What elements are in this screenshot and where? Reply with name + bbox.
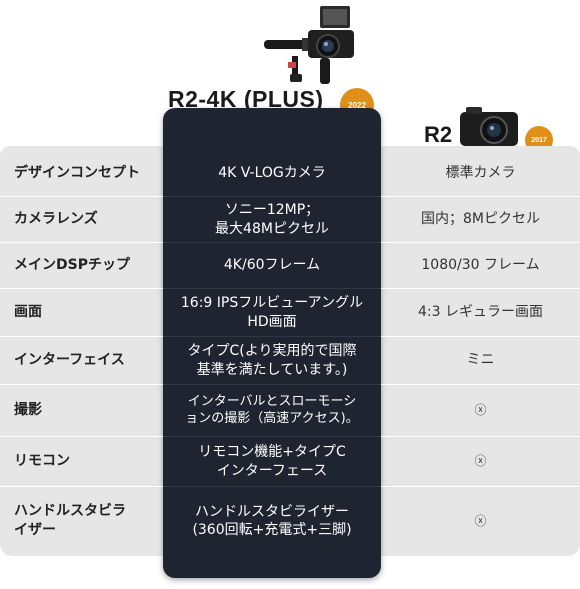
featured-column (163, 108, 381, 578)
row-divider (163, 486, 381, 487)
row-divider (0, 336, 163, 337)
row-divider (163, 384, 381, 385)
compare-product-value: ⓧ (381, 401, 580, 419)
compare-product-value: 1080/30 フレーム (421, 257, 540, 274)
row-label: インターフェイス (14, 352, 125, 369)
row-divider (0, 196, 163, 197)
row-divider (381, 196, 580, 197)
row-label: ハンドルスタビラ イザー (14, 503, 126, 538)
row-label: カメラレンズ (14, 211, 98, 228)
main-product-value: 16:9 IPSフルビューアングル HD画面 (180, 295, 364, 330)
compare-product-value: 4:3 レギュラー画面 (418, 304, 543, 321)
main-product-title: R2-4K (PLUS) (168, 86, 324, 112)
row-divider (381, 242, 580, 243)
row-label: デザインコンセプト (14, 164, 140, 181)
row-divider (163, 336, 381, 337)
table-row: インターフェイス タイプC(より実用的で国際 基準を満たしています。) ミニ (0, 337, 580, 384)
table-row: 画面 16:9 IPSフルビューアングル HD画面 4:3 レギュラー画面 (0, 289, 580, 336)
row-label: メインDSPチップ (14, 257, 130, 274)
row-divider (0, 384, 163, 385)
table-row: リモコン リモコン機能+タイプC インターフェース ⓧ (0, 437, 580, 486)
row-divider (381, 436, 580, 437)
not-supported-icon: ⓧ (474, 403, 487, 418)
compare-product-title: R2 (424, 122, 453, 147)
row-label: リモコン (14, 453, 70, 470)
row-label: 撮影 (14, 402, 42, 419)
row-divider (163, 242, 381, 243)
table-row: デザインコンセプト 4K V-LOGカメラ 標準カメラ (0, 150, 580, 196)
main-product-value: ソニー12MP； 最大48Mピクセル (215, 202, 329, 237)
table-row: 撮影 インターバルとスローモーシ ョンの撮影（高速アクセス)。 ⓧ (0, 385, 580, 436)
vlog-camera-with-mic-icon (264, 6, 354, 84)
main-product-value: リモコン機能+タイプC インターフェース (198, 444, 346, 479)
row-divider (0, 288, 163, 289)
main-product-value: ハンドルスタビライザー (360回転+充電式+三脚) (192, 503, 352, 538)
compare-product-value: ⓧ (381, 452, 580, 470)
row-divider (163, 436, 381, 437)
compare-product-value: ⓧ (381, 512, 580, 530)
row-divider (381, 288, 580, 289)
table-row: カメラレンズ ソニー12MP； 最大48Mピクセル 国内；8Mピクセル (0, 197, 580, 242)
main-product-value: インターバルとスローモーシ ョンの撮影（高速アクセス)。 (185, 393, 359, 426)
table-row: メインDSPチップ 4K/60フレーム 1080/30 フレーム (0, 243, 580, 288)
row-label: 画面 (14, 304, 42, 321)
row-divider (163, 288, 381, 289)
row-divider (381, 384, 580, 385)
main-product-value: 4K V-LOGカメラ (218, 164, 326, 181)
row-divider (163, 196, 381, 197)
main-product-value: 4K/60フレーム (223, 257, 321, 274)
compact-camera-icon (460, 107, 518, 146)
row-divider (0, 436, 163, 437)
row-divider (381, 486, 580, 487)
compare-product-value: ミニ (466, 352, 495, 369)
not-supported-icon: ⓧ (474, 454, 487, 469)
compare-product-value: 国内；8Mピクセル (421, 211, 540, 228)
row-divider (0, 486, 163, 487)
row-divider (381, 336, 580, 337)
not-supported-icon: ⓧ (474, 513, 487, 528)
compare-product-value: 標準カメラ (445, 164, 516, 181)
table-row: ハンドルスタビラ イザー ハンドルスタビライザー (360回転+充電式+三脚) … (0, 487, 580, 555)
row-divider (0, 242, 163, 243)
main-product-value: タイプC(より実用的で国際 基準を満たしています。) (187, 343, 357, 378)
